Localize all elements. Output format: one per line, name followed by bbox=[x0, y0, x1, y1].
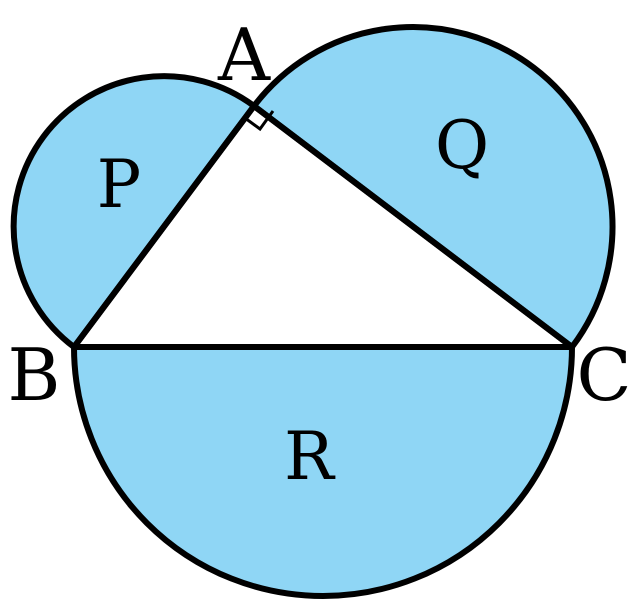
vertex-b-label: B bbox=[8, 333, 61, 417]
side-ac bbox=[251, 103, 575, 350]
semicircle-r bbox=[71, 344, 575, 599]
region-q-label: Q bbox=[435, 107, 489, 184]
right-angle-marker bbox=[244, 110, 275, 132]
vertex-a-label: A bbox=[217, 13, 271, 97]
semicircle-q bbox=[251, 24, 616, 350]
side-ab bbox=[71, 103, 257, 350]
semicircle-p bbox=[10, 73, 257, 350]
vertex-c-label: C bbox=[576, 333, 631, 417]
region-r-label: R bbox=[284, 418, 336, 495]
region-p-label: P bbox=[97, 146, 141, 223]
